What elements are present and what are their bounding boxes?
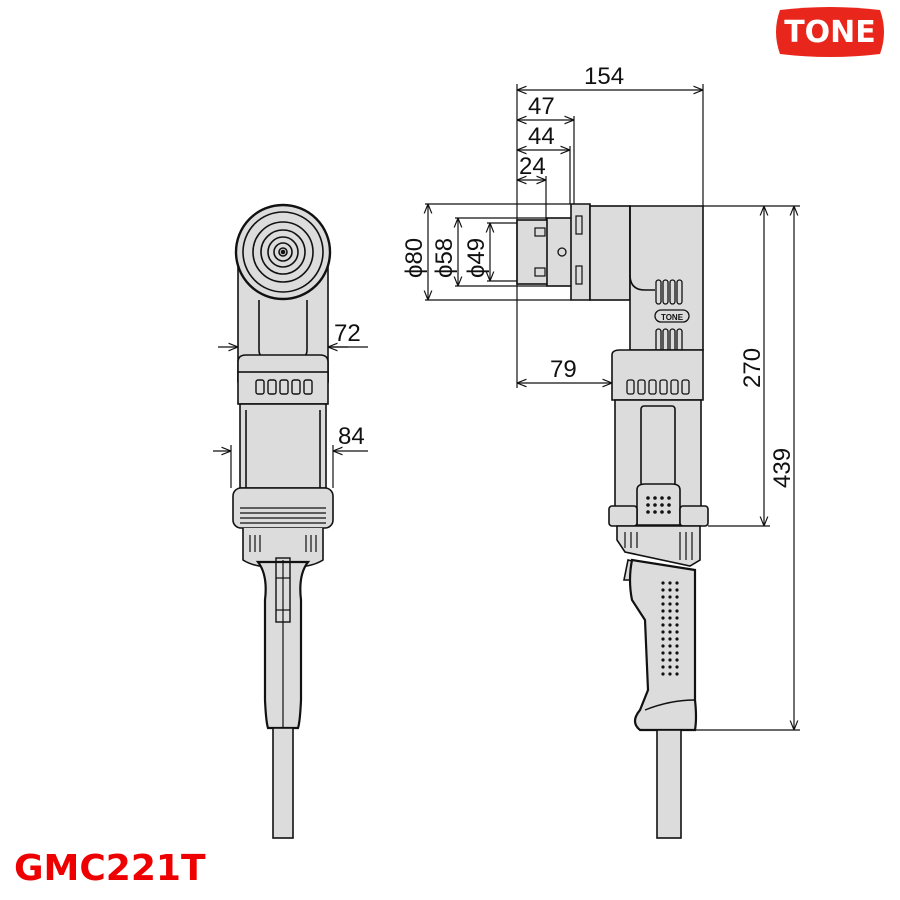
dim-47-label: 47 [528, 93, 555, 120]
grip-dots [661, 581, 679, 676]
dim-phi58-label: ϕ58 [431, 238, 458, 278]
dim-phi80-label: ϕ80 [401, 238, 428, 278]
socket-head-front [234, 203, 332, 301]
dim-phi49-label: ϕ49 [463, 238, 490, 278]
dim-44-label: 44 [528, 123, 555, 150]
dim-154-label: 154 [584, 63, 624, 90]
front-view [232, 203, 334, 839]
dim-79-label: 79 [550, 356, 577, 383]
front-dimension-84 [213, 445, 368, 488]
logo-text: TONE [784, 14, 876, 50]
dim-24-label: 24 [519, 153, 546, 180]
tone-logo: TONE [770, 6, 890, 58]
side-vertical-dimensions [695, 205, 800, 731]
diameter-dimensions [425, 203, 571, 301]
model-number: GMC221T [14, 848, 206, 889]
housing-label: TONE [661, 313, 684, 322]
dim-270-label: 270 [739, 348, 766, 388]
side-view [516, 203, 709, 839]
dim-72-label: 72 [334, 320, 361, 347]
logo-badge-shape [776, 7, 884, 57]
side-horizontal-dimensions [516, 84, 704, 388]
dim-439-label: 439 [769, 448, 796, 488]
dim-84-label: 84 [338, 423, 365, 450]
